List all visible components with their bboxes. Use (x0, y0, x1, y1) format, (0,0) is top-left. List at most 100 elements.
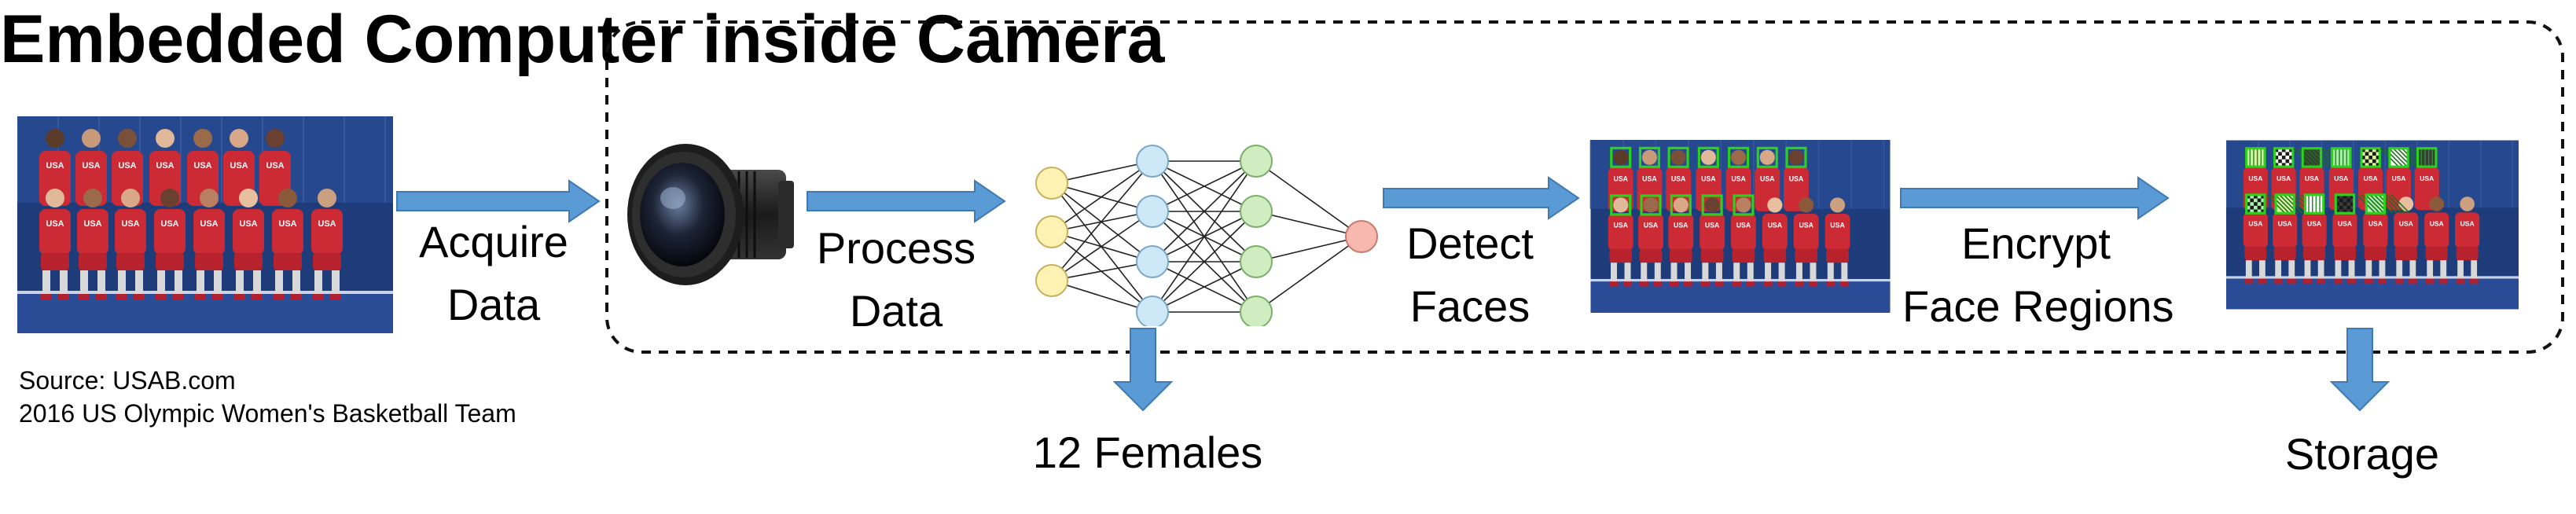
nn-node (1136, 245, 1169, 278)
svg-text:USA: USA (2364, 174, 2378, 182)
label-encrypt: Encrypt Face Regions (1902, 212, 2174, 338)
svg-text:USA: USA (1614, 222, 1629, 229)
nn-edge (1051, 160, 1153, 281)
svg-text:USA: USA (2278, 220, 2292, 228)
nn-edge (1051, 261, 1153, 281)
nn-edge (1051, 182, 1153, 313)
arrow-encrypt (1900, 176, 2170, 220)
label-process: Process Data (802, 217, 990, 343)
label-acquire-line1: Acquire (419, 217, 568, 266)
output-storage: Storage (2284, 429, 2440, 479)
svg-text:USA: USA (1614, 175, 1629, 183)
nn-edge (1152, 160, 1257, 313)
svg-text:USA: USA (1705, 222, 1720, 229)
diagram-title: Embedded Computer inside Camera (0, 2, 1165, 77)
svg-text:USA: USA (1736, 222, 1751, 229)
nn-node (1136, 296, 1169, 326)
svg-text:USA: USA (2338, 220, 2352, 228)
svg-text:USA: USA (118, 161, 136, 171)
svg-text:USA: USA (2368, 220, 2383, 228)
svg-text:USA: USA (1731, 175, 1746, 183)
label-process-line1: Process (816, 223, 976, 273)
label-process-line2: Data (849, 286, 943, 336)
camera-lens-icon (627, 144, 794, 285)
nn-edge (1152, 160, 1257, 263)
svg-text:USA: USA (1830, 222, 1845, 229)
nn-edge (1255, 236, 1362, 313)
svg-text:USA: USA (2248, 220, 2262, 228)
nn-node (1240, 145, 1273, 178)
nn-node (1240, 245, 1273, 278)
label-acquire-line2: Data (446, 280, 541, 329)
svg-text:USA: USA (1789, 175, 1804, 183)
svg-text:USA: USA (2430, 220, 2444, 228)
svg-text:USA: USA (2248, 174, 2262, 182)
arrow-storage-down (2329, 328, 2390, 412)
nn-edge (1051, 160, 1153, 233)
nn-node (1035, 215, 1068, 248)
label-detect: Detect Faces (1384, 212, 1556, 338)
svg-text:USA: USA (239, 219, 257, 229)
nn-edge (1051, 160, 1153, 184)
label-detect-line2: Faces (1409, 281, 1531, 331)
svg-text:USA: USA (1644, 222, 1659, 229)
svg-text:USA: USA (1671, 175, 1686, 183)
nn-edge (1051, 182, 1153, 212)
label-encrypt-line1: Encrypt (1961, 218, 2111, 268)
nn-edge (1152, 160, 1257, 212)
svg-text:USA: USA (2391, 174, 2405, 182)
nn-node (1240, 296, 1273, 326)
svg-text:USA: USA (2399, 220, 2413, 228)
nn-edge (1051, 182, 1153, 263)
label-detect-line1: Detect (1406, 218, 1534, 268)
svg-text:USA: USA (318, 219, 336, 229)
svg-text:USA: USA (2420, 174, 2434, 182)
svg-text:USA: USA (1674, 222, 1689, 229)
nn-edge (1255, 160, 1362, 237)
svg-text:USA: USA (2460, 220, 2475, 228)
svg-text:USA: USA (83, 219, 101, 229)
svg-text:USA: USA (200, 219, 218, 229)
nn-edge (1051, 280, 1153, 313)
svg-text:USA: USA (1701, 175, 1716, 183)
svg-text:USA: USA (121, 219, 139, 229)
svg-text:USA: USA (2277, 174, 2291, 182)
nn-edge (1051, 231, 1153, 263)
svg-text:USA: USA (160, 219, 178, 229)
svg-text:USA: USA (46, 219, 64, 229)
nn-edge (1255, 211, 1362, 237)
neural-network-icon (1035, 145, 1378, 326)
nn-edge (1152, 261, 1257, 313)
label-encrypt-line2: Face Regions (1902, 281, 2174, 331)
svg-text:USA: USA (82, 161, 100, 171)
svg-text:USA: USA (278, 219, 296, 229)
nn-edge (1051, 211, 1153, 281)
nn-edge (1255, 236, 1362, 263)
arrow-acquire (396, 179, 601, 223)
label-acquire: Acquire Data (396, 211, 591, 336)
nn-node (1136, 145, 1169, 178)
output-count: 12 Females (1032, 428, 1263, 477)
svg-text:USA: USA (1760, 175, 1775, 183)
svg-text:USA: USA (1768, 222, 1783, 229)
svg-text:USA: USA (2307, 220, 2321, 228)
source-caption: 2016 US Olympic Women's Basketball Team (19, 399, 516, 428)
team-photo: USA USA USA USA USA USA USA USA USA USA USA USA USA U… (17, 116, 393, 333)
nn-node (1240, 195, 1273, 228)
arrow-count-down (1112, 328, 1174, 412)
svg-text:USA: USA (230, 161, 248, 171)
nn-node (1345, 220, 1378, 253)
nn-edge (1152, 211, 1257, 313)
svg-text:USA: USA (2334, 174, 2348, 182)
svg-text:USA: USA (156, 161, 174, 171)
team-photo-encrypted-faces: USA USA USA USA USA USA USA USA USA USA USA USA USA U… (2226, 140, 2519, 310)
source-credit: Source: USAB.com (19, 366, 236, 395)
nn-node (1035, 167, 1068, 200)
nn-node (1035, 264, 1068, 297)
svg-text:USA: USA (266, 161, 284, 171)
arrow-process (807, 179, 1006, 223)
svg-text:USA: USA (193, 161, 211, 171)
